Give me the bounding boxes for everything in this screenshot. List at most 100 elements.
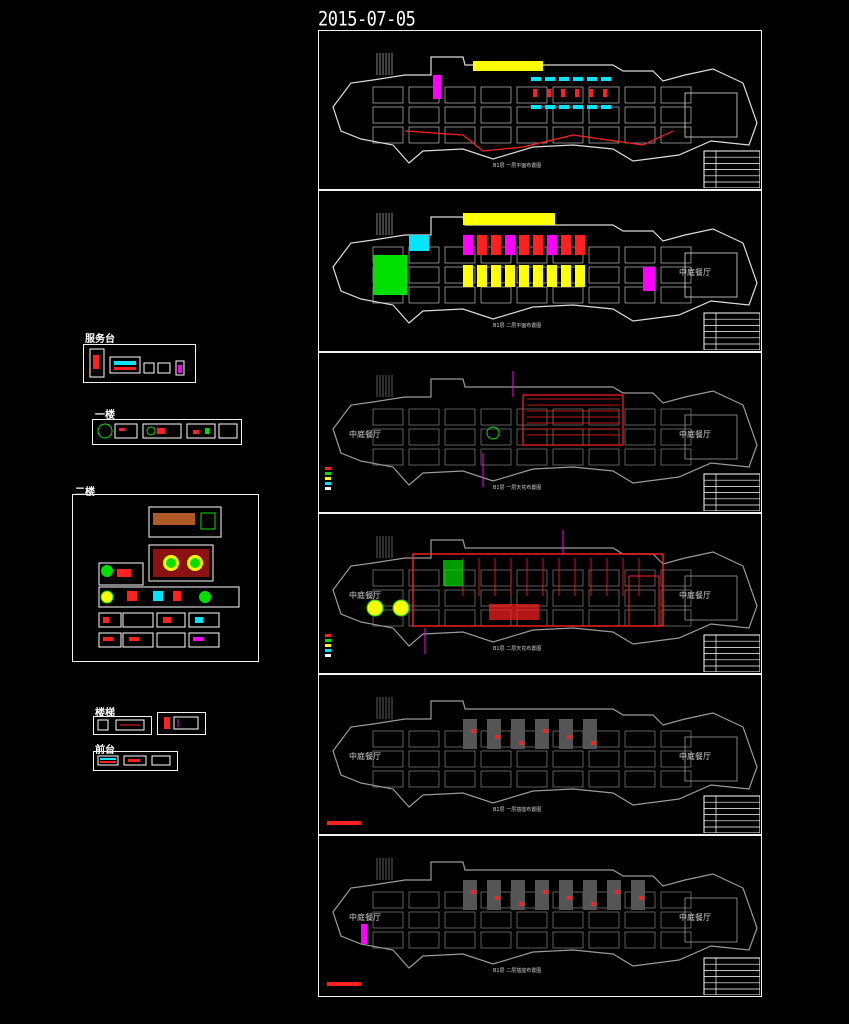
booth-mark [463, 235, 473, 255]
seat-mark [589, 89, 593, 97]
room-cell [552, 86, 584, 104]
room-cell [444, 911, 476, 929]
socket-mark [567, 735, 572, 739]
room-label: 中庭餐厅 [679, 751, 711, 761]
sheet-first-floor[interactable] [92, 419, 242, 445]
group-label-second-floor: 二楼 [75, 487, 95, 498]
room-cell [444, 589, 476, 607]
room-cell [516, 448, 548, 466]
building-outline [332, 539, 758, 647]
room-label: 中庭餐厅 [349, 751, 381, 761]
seat-mark [561, 89, 565, 97]
room-cell [660, 750, 692, 768]
sheet-front-desk[interactable] [93, 751, 178, 771]
floor-plan-panel-4[interactable]: 中庭餐厅 中庭餐厅 B1层 二层天花布置图 [318, 513, 762, 674]
room-label: 中庭餐厅 [349, 590, 381, 600]
room-cell [480, 86, 512, 104]
sheet-service-desk[interactable] [83, 344, 196, 383]
room-cell [444, 428, 476, 446]
group-label-stairs: 楼梯 [95, 708, 115, 719]
booth-mark [505, 265, 515, 287]
table-mark [545, 105, 555, 109]
socket-mark [639, 896, 644, 900]
magenta-mark [433, 75, 441, 99]
room-cell [444, 750, 476, 768]
sheet-front-desk-drawing [97, 755, 171, 766]
room-cell [660, 609, 692, 627]
room-cell [660, 266, 692, 284]
room-label: 中庭餐厅 [349, 429, 381, 439]
room-cell [444, 126, 476, 144]
plan-caption: B1层 一层平面布置图 [493, 162, 541, 169]
room-cell [408, 750, 440, 768]
room-cell [552, 569, 584, 587]
room-cell [552, 589, 584, 607]
room-cell [624, 448, 656, 466]
socket-mark [591, 741, 596, 745]
cyan-zone [409, 235, 429, 251]
room-cell [660, 730, 692, 748]
table-mark [573, 105, 583, 109]
socket-mark [519, 902, 524, 906]
booth-mark [575, 235, 585, 255]
sheet-stairs-a[interactable] [93, 716, 152, 735]
sheet-stairs-b[interactable] [157, 712, 206, 735]
room-cell [480, 589, 512, 607]
room-cell [516, 569, 548, 587]
title-block [703, 473, 761, 512]
drawing-date: 2015-07-05 [318, 8, 416, 31]
room-cell [660, 86, 692, 104]
right-wing [684, 736, 738, 782]
room-cell [372, 891, 404, 909]
floor-plan-panel-1[interactable]: B1层 一层平面布置图 [318, 30, 762, 190]
title-block [703, 957, 761, 996]
booth-mark [505, 235, 515, 255]
room-cell [660, 106, 692, 124]
right-wing [684, 414, 738, 460]
plan-caption: B1层 二层天花布置图 [493, 645, 541, 652]
legend-swatch [325, 477, 331, 480]
room-cell [408, 126, 440, 144]
room-cell [444, 86, 476, 104]
building-outline [332, 378, 758, 486]
room-cell [552, 448, 584, 466]
room-cell [588, 246, 620, 264]
room-cell [516, 911, 548, 929]
table-mark [531, 105, 541, 109]
room-cell [588, 609, 620, 627]
room-label: 中庭餐厅 [679, 429, 711, 439]
room-cell [444, 286, 476, 304]
booth-mark [547, 235, 557, 255]
room-cell [516, 106, 548, 124]
room-cell [372, 428, 404, 446]
room-cell [480, 911, 512, 929]
room-cell [624, 931, 656, 949]
socket-mark [567, 896, 572, 900]
room-cell [408, 106, 440, 124]
booth-mark [519, 235, 529, 255]
kitchen-block [463, 213, 555, 225]
room-cell [552, 126, 584, 144]
ceiling-zone [412, 553, 664, 627]
room-label: 中庭餐厅 [679, 590, 711, 600]
room-cell [372, 589, 404, 607]
group-label-front-desk: 前台 [95, 745, 115, 756]
booth-mark [491, 265, 501, 287]
room-cell [588, 266, 620, 284]
right-wing [684, 252, 738, 298]
legend-swatch [325, 649, 331, 652]
fixture-block [535, 719, 549, 749]
legend-swatch [325, 639, 331, 642]
scale-bar [327, 982, 361, 986]
sheet-stairs-b-drawing [164, 716, 199, 730]
room-cell [408, 408, 440, 426]
light-symbol [486, 426, 500, 440]
room-cell [552, 931, 584, 949]
sheet-second-floor[interactable] [72, 494, 259, 662]
table-mark [559, 105, 569, 109]
fixture-block [559, 719, 573, 749]
